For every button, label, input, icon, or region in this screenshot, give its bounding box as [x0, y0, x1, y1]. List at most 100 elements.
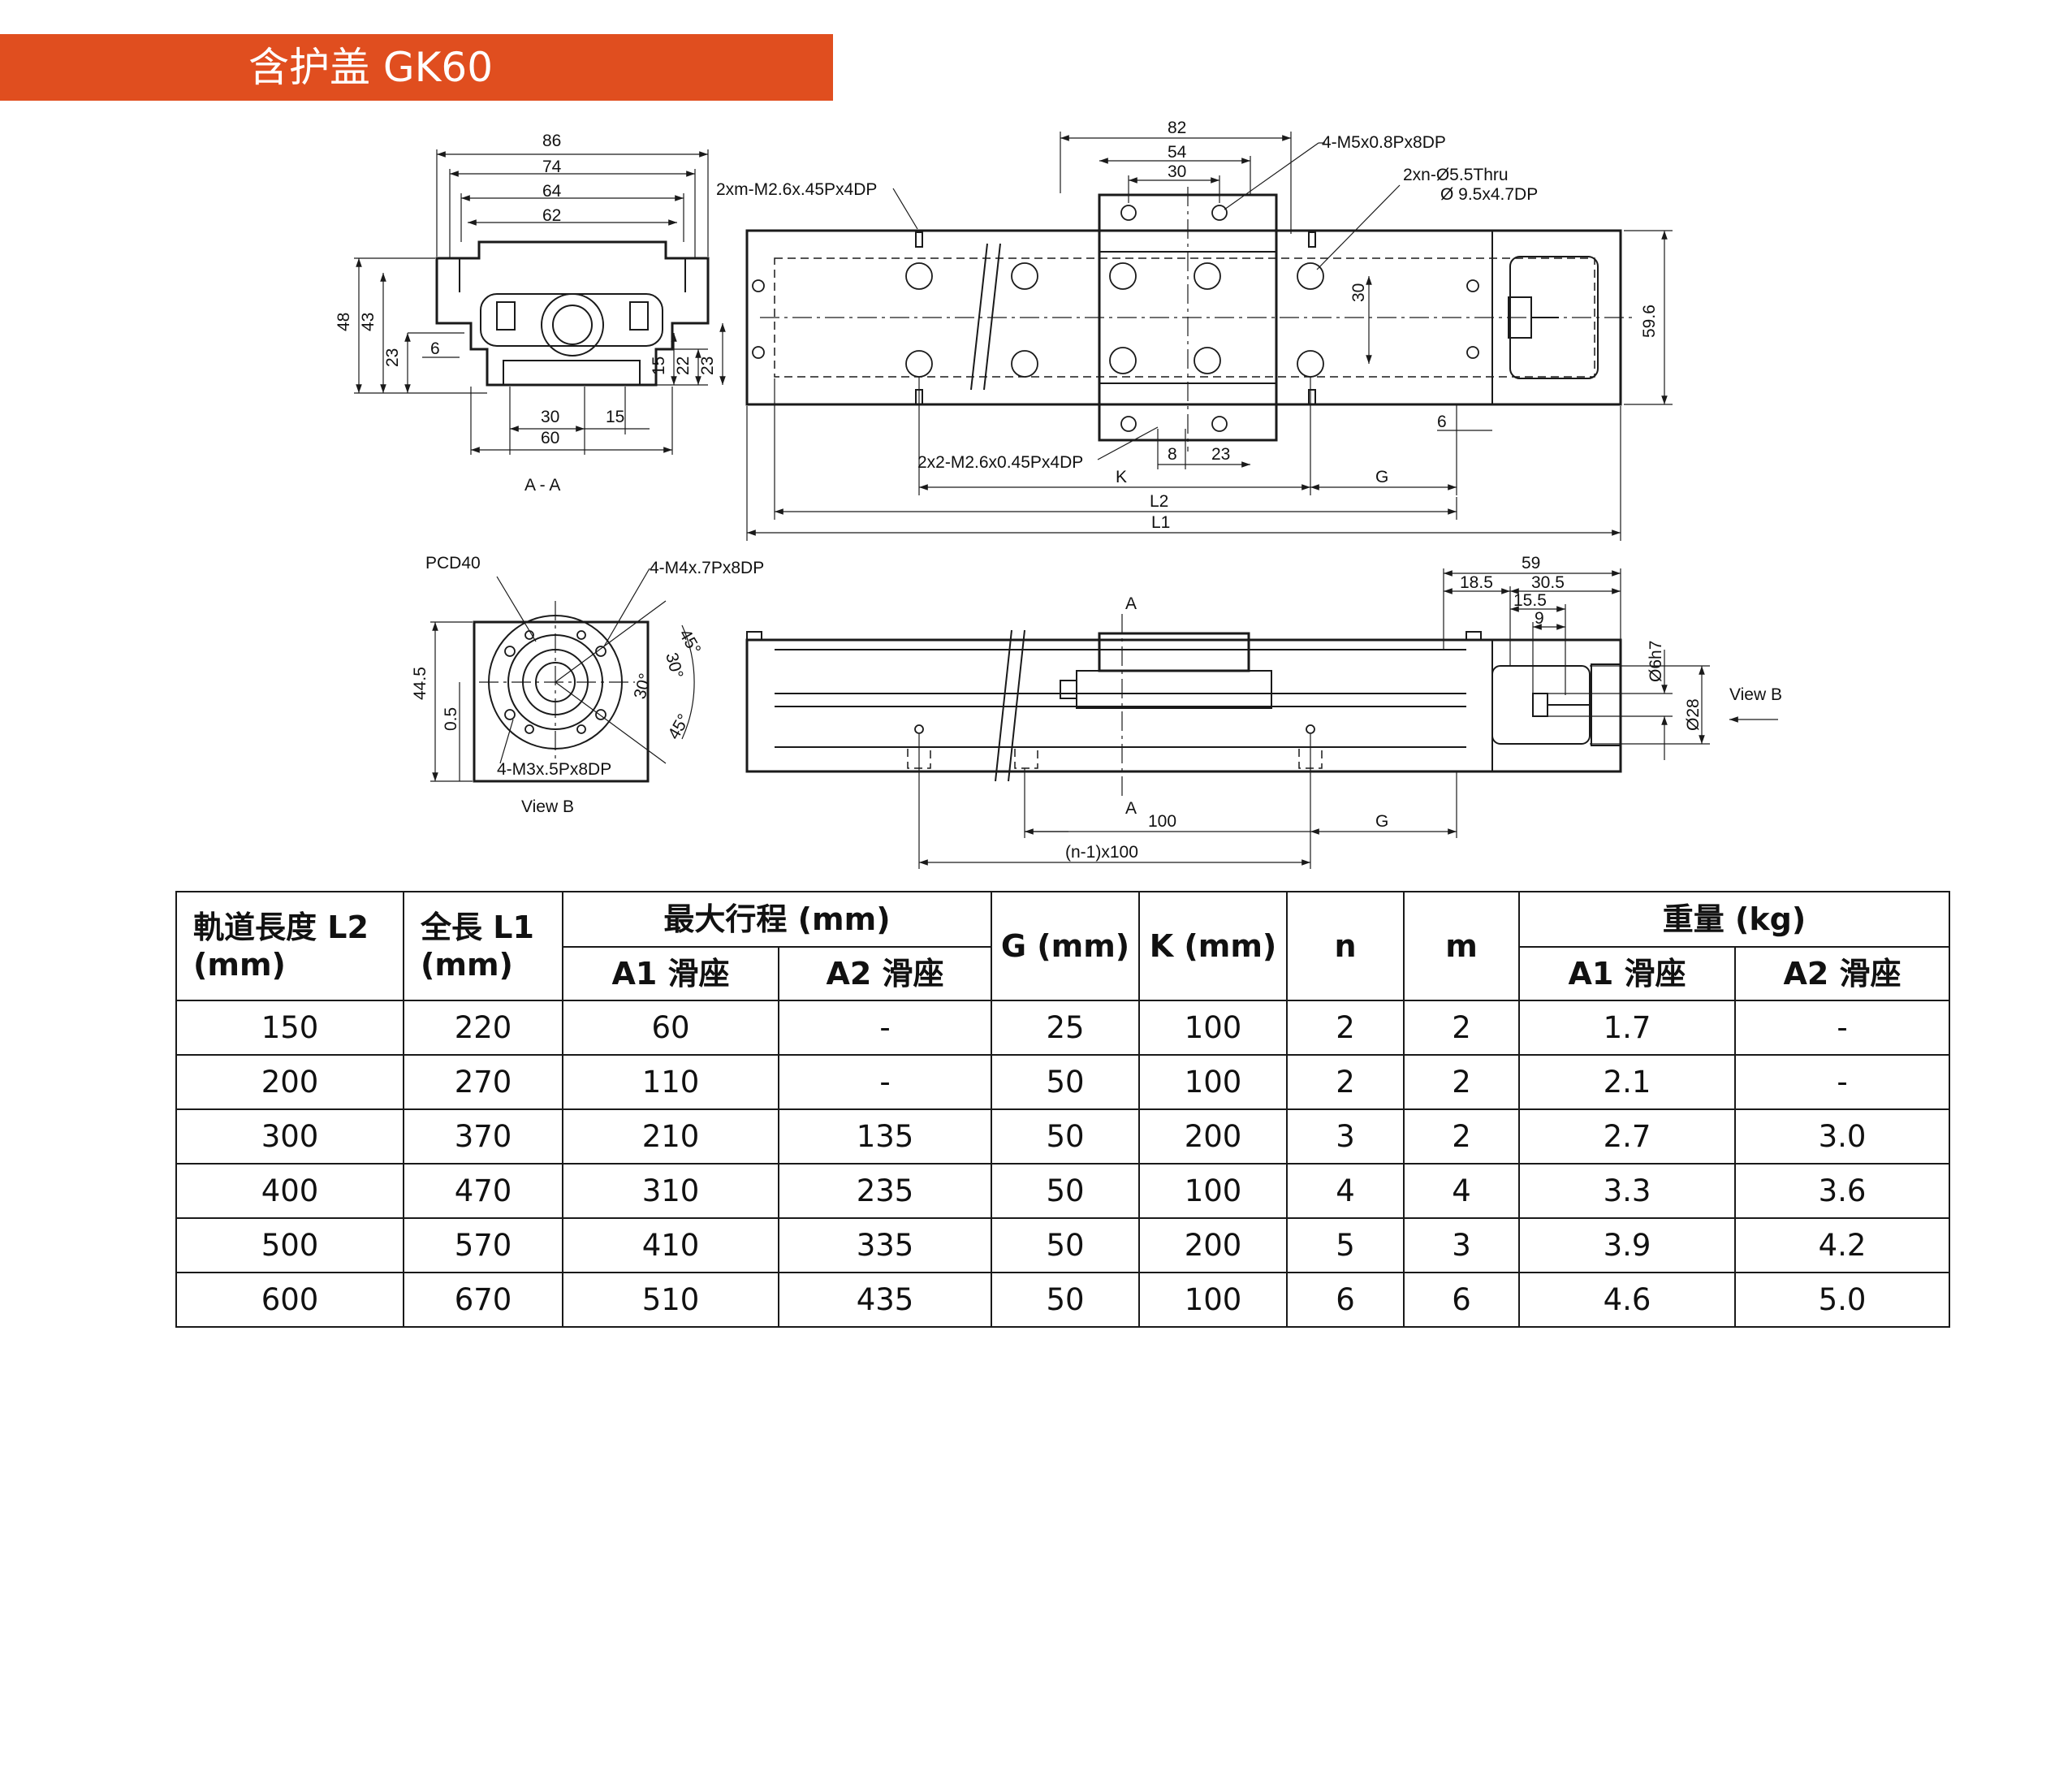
table-cell: 3.0 — [1734, 1108, 1950, 1165]
table-cell: 50 — [991, 1272, 1140, 1328]
side-dim-59: 59 — [1522, 554, 1540, 573]
table-cell: 2 — [1286, 1054, 1405, 1110]
side-view-b-label: View B — [1729, 685, 1782, 704]
top-view: 82 54 30 4-M5x0.8Px8DP 2xn-Ø5.5Thru Ø 9.… — [716, 119, 1673, 541]
table-cell: 50 — [991, 1108, 1140, 1165]
table-cell: 50 — [991, 1163, 1140, 1219]
top-dim-30-vertical: 30 — [1349, 283, 1368, 302]
top-label-l1: L1 — [1151, 513, 1170, 532]
header-n: n — [1286, 891, 1405, 1001]
side-label-a-bottom: A — [1125, 799, 1137, 818]
side-dim-18-5: 18.5 — [1460, 573, 1493, 592]
table-cell: 4 — [1403, 1163, 1520, 1219]
aa-width-64: 64 — [542, 182, 562, 201]
spec-table: 軌道長度 L2(mm) 全長 L1(mm) 最大行程 (mm) G (mm) K… — [175, 891, 1950, 1328]
viewb-callout-m3: 4-M3x.5Px8DP — [497, 760, 611, 779]
table-cell: 200 — [1138, 1108, 1288, 1165]
section-aa-label: A - A — [524, 476, 560, 495]
top-label-g: G — [1375, 468, 1388, 486]
top-width-30: 30 — [1168, 162, 1186, 181]
header-l1-unit: (mm) — [421, 947, 513, 983]
aa-dim-6: 6 — [430, 339, 440, 358]
side-view: A A 59 18.5 30.5 15.5 9 Ø6h7 Ø28 View B — [745, 554, 1782, 869]
header-l1: 全長 L1(mm) — [403, 891, 563, 1001]
table-cell: 5 — [1286, 1217, 1405, 1273]
title-banner: 含护盖 GK60 — [0, 34, 833, 101]
table-cell: 200 — [175, 1054, 404, 1110]
aa-bottom-30: 30 — [541, 408, 559, 426]
table-cell: 435 — [778, 1272, 992, 1328]
viewb-label: View B — [521, 797, 574, 816]
table-cell: 3.9 — [1518, 1217, 1736, 1273]
table-cell: - — [1734, 1000, 1950, 1056]
table-cell: 400 — [175, 1163, 404, 1219]
aa-bottom-60: 60 — [541, 429, 559, 447]
table-cell: 370 — [403, 1108, 563, 1165]
top-dim-23: 23 — [1211, 445, 1230, 464]
table-cell: 3.3 — [1518, 1163, 1736, 1219]
viewb-angle-30-top: 30° — [662, 650, 686, 681]
top-dim-6: 6 — [1437, 413, 1447, 431]
viewb-dim-0-5: 0.5 — [442, 707, 460, 731]
table-cell: 510 — [562, 1272, 779, 1328]
aa-height-15: 15 — [650, 356, 668, 375]
header-stroke: 最大行程 (mm) — [562, 891, 992, 948]
side-dim-9: 9 — [1535, 609, 1544, 628]
technical-drawing: 86 74 64 62 48 43 23 6 15 22 23 30 15 60… — [335, 119, 1782, 869]
table-cell: 220 — [403, 1000, 563, 1056]
table-cell: 410 — [562, 1217, 779, 1273]
section-aa-view: 86 74 64 62 48 43 23 6 15 22 23 30 15 60… — [335, 132, 726, 495]
table-cell: 2 — [1286, 1000, 1405, 1056]
table-cell: 4 — [1286, 1163, 1405, 1219]
table-cell: 150 — [175, 1000, 404, 1056]
table-cell: 300 — [175, 1108, 404, 1165]
page-title: 含护盖 GK60 — [248, 44, 494, 91]
header-stroke-a2: A2 滑座 — [778, 946, 992, 1001]
table-cell: 500 — [175, 1217, 404, 1273]
aa-width-62: 62 — [542, 206, 561, 225]
callout-m26-top: 2xm-M2.6x.45Px4DP — [716, 180, 877, 199]
table-cell: 1.7 — [1518, 1000, 1736, 1056]
table-cell: 3 — [1403, 1217, 1520, 1273]
table-cell: 2.1 — [1518, 1054, 1736, 1110]
viewb-pcd: PCD40 — [425, 554, 481, 573]
table-cell: 100 — [1138, 1272, 1288, 1328]
table-cell: 470 — [403, 1163, 563, 1219]
table-cell: 2 — [1403, 1000, 1520, 1056]
table-cell: 5.0 — [1734, 1272, 1950, 1328]
top-dim-59-6: 59.6 — [1640, 305, 1659, 338]
side-pitch: (n-1)x100 — [1065, 843, 1138, 862]
header-l2-label: 軌道長度 L2 — [193, 910, 369, 945]
table-cell: 6 — [1403, 1272, 1520, 1328]
aa-height-22: 22 — [674, 356, 693, 375]
aa-height-23-right: 23 — [698, 356, 717, 375]
table-cell: 270 — [403, 1054, 563, 1110]
table-cell: 3.6 — [1734, 1163, 1950, 1219]
table-cell: 100 — [1138, 1054, 1288, 1110]
aa-height-48: 48 — [335, 313, 353, 331]
header-g: G (mm) — [991, 891, 1140, 1001]
top-dim-8: 8 — [1168, 445, 1177, 464]
aa-width-74: 74 — [542, 158, 562, 176]
table-cell: - — [778, 1000, 992, 1056]
side-dia-28: Ø28 — [1684, 698, 1703, 731]
side-dia-6h7: Ø6h7 — [1647, 641, 1665, 682]
side-dim-100: 100 — [1148, 812, 1176, 831]
viewb-angle-45-bottom: 45° — [664, 711, 693, 742]
table-cell: 600 — [175, 1272, 404, 1328]
callout-m5: 4-M5x0.8Px8DP — [1322, 133, 1446, 152]
header-m: m — [1403, 891, 1520, 1001]
callout-thru-line2: Ø 9.5x4.7DP — [1440, 185, 1538, 204]
header-l2-unit: (mm) — [193, 947, 286, 983]
table-cell: 100 — [1138, 1000, 1288, 1056]
table-cell: 50 — [991, 1217, 1140, 1273]
table-cell: 50 — [991, 1054, 1140, 1110]
table-cell: 2 — [1403, 1108, 1520, 1165]
side-label-a-top: A — [1125, 594, 1137, 613]
header-stroke-a1: A1 滑座 — [562, 946, 779, 1001]
aa-width-86: 86 — [542, 132, 561, 150]
table-cell: 235 — [778, 1163, 992, 1219]
